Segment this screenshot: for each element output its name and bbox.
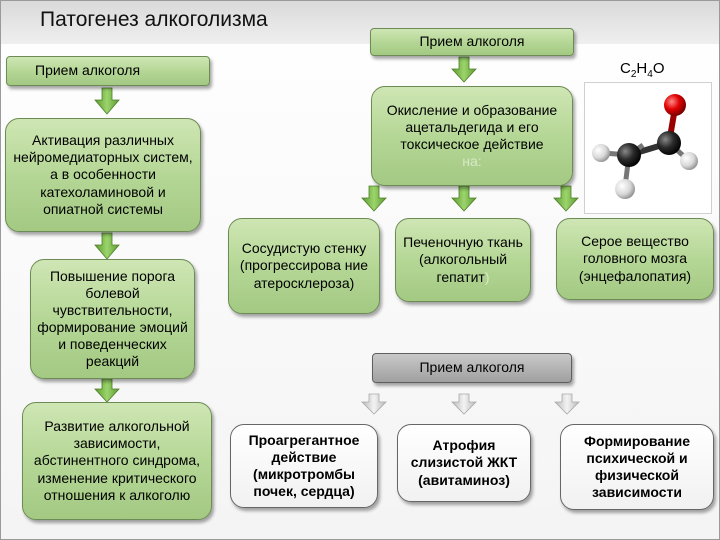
brain-box: Серое вещество головного мозга (энцефало… [556,218,714,300]
liver-box: Печеночную ткань (алкогольный гепатит) [395,218,531,302]
arrow-gray-mid [451,393,477,415]
oxidation-box: Окисление и образование ацетальдегида и … [371,86,573,186]
arrow-gray-left [361,393,387,415]
top-intake-box: Прием алкоголя [370,28,574,56]
arrow-oxidation-right [553,185,579,212]
proaggregant-box: Проагрегантное действие (микротромбы поч… [230,424,378,508]
arrow-oxidation-left [361,185,387,212]
arrow-oxidation-mid [451,185,477,212]
vascular-box: Сосудистую стенку (прогрессирова ние ате… [228,218,380,314]
arrow-top-intake-down [451,56,477,83]
mid-intake-box: Прием алкоголя [372,353,572,383]
molecule-model-icon [592,94,698,199]
atrophy-box: Атрофия слизистой ЖКТ (авитаминоз) [397,424,531,502]
arrow-left-intake-down [94,87,120,115]
formation-box: Формирование психической и физической за… [560,424,714,510]
arrow-activation-down [94,232,120,260]
arrow-threshold-down [94,378,120,403]
molecule-model-image [584,82,712,214]
activation-box: Активация различных нейромедиаторных сис… [5,118,201,232]
chemical-formula: C2H4O [620,60,665,80]
title-bar [0,0,720,44]
threshold-box: Повышение порога болевой чувствительност… [30,259,195,379]
arrow-gray-right [554,393,580,415]
left-intake-box: Прием алкоголя [6,56,210,86]
dependence-box: Развитие алкогольной зависимости, абстин… [22,402,212,520]
page-title: Патогенез алкоголизма [40,8,268,31]
